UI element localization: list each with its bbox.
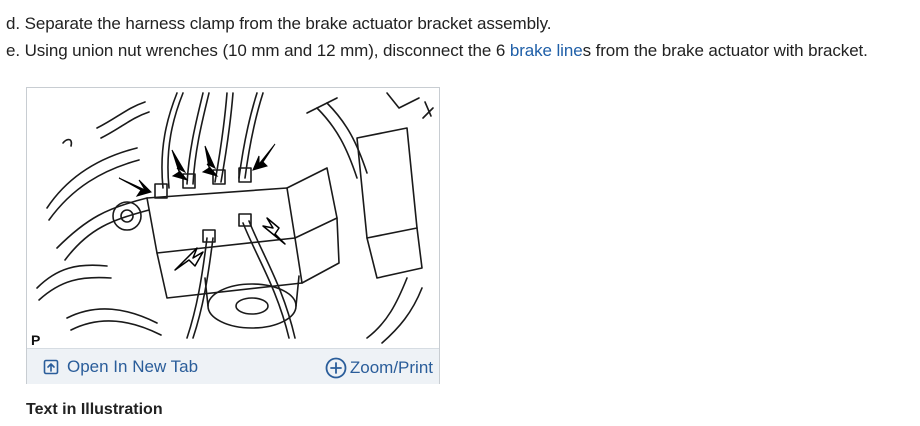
- open-in-new-tab-label: Open In New Tab: [67, 357, 199, 376]
- step-d-text: d. Separate the harness clamp from the b…: [6, 14, 552, 33]
- brake-lines-link[interactable]: brake line: [509, 41, 583, 60]
- figure-code: P: [31, 332, 41, 348]
- illustration-figure: P Open In New Tab Zoom/Print: [26, 87, 440, 384]
- step-e-text-before: e. Using union nut wrenches (10 mm and 1…: [6, 41, 510, 60]
- brake-actuator-illustration: [36, 92, 434, 344]
- zoom-plus-icon: [325, 357, 347, 379]
- figure-toolbar: Open In New Tab Zoom/Print: [27, 348, 439, 384]
- step-e-text-after: s from the brake actuator with bracket.: [582, 41, 868, 60]
- open-in-new-tab-button[interactable]: Open In New Tab: [43, 357, 198, 377]
- step-e: e. Using union nut wrenches (10 mm and 1…: [6, 37, 868, 64]
- text-in-illustration-heading: Text in Illustration: [26, 401, 163, 418]
- zoom-print-button[interactable]: Zoom/Print: [325, 357, 433, 379]
- zoom-print-label: Zoom/Print: [349, 358, 433, 377]
- open-in-new-tab-icon: [43, 359, 59, 375]
- step-d: d. Separate the harness clamp from the b…: [6, 10, 868, 37]
- procedure-steps: d. Separate the harness clamp from the b…: [6, 10, 868, 64]
